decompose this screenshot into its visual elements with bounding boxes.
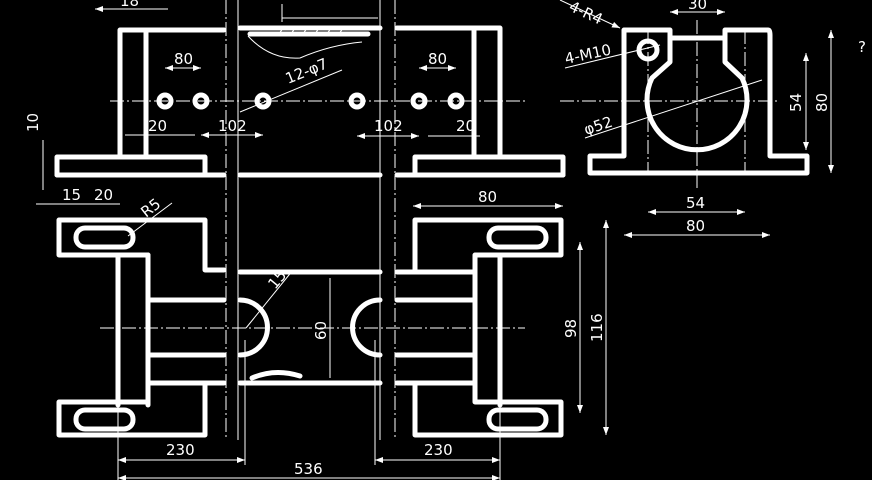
dim-ear-width: 80 (478, 188, 497, 206)
dim-half-right: 230 (424, 441, 453, 459)
dim-outer-height: 116 (588, 313, 606, 342)
dim-height: 80 (813, 93, 831, 112)
slot-bottom-right (486, 407, 549, 432)
side-view: φ52 4-M10 4-R4 30 54 80 54 80 ? (559, 0, 866, 238)
dim-hole-spacing-left: 80 (174, 50, 193, 68)
dim-inner-height: 98 (562, 319, 580, 338)
dim-offset-left: 20 (148, 117, 167, 135)
dim-pitch-right: 102 (374, 117, 403, 135)
dim-opening: 60 (312, 321, 330, 340)
dim-pitch-left: 102 (218, 117, 247, 135)
dim-offset-right: 20 (456, 117, 475, 135)
dim-slot-radius: R5 (137, 195, 164, 221)
dim-top-width: 18 (120, 0, 139, 10)
dim-bore: φ52 (582, 113, 615, 139)
hatch (277, 27, 345, 35)
dim-width: 80 (686, 217, 705, 235)
mounting-holes (156, 92, 465, 110)
slot-top-right (486, 225, 549, 250)
dim-hole-spacing-right: 80 (428, 50, 447, 68)
dim-edge: 15 (62, 186, 81, 204)
break-lines (225, 0, 396, 440)
dim-slot-width: 30 (688, 0, 707, 13)
dim-hole-height: 54 (787, 93, 805, 112)
dim-thread: 4-M10 (563, 41, 613, 68)
dim-base-thickness: 10 (24, 113, 42, 132)
dim-slot-offset: 20 (94, 186, 113, 204)
dim-fillet: 4-R4 (566, 0, 605, 28)
front-view: 18 80 80 12-φ7 20 102 102 20 10 (24, 0, 566, 190)
hole-callout: 12-φ7 (283, 55, 330, 88)
dim-overall: 536 (294, 460, 323, 478)
dim-half-left: 230 (166, 441, 195, 459)
slot-bottom-left (73, 407, 136, 432)
top-view: 15 20 R5 15 60 80 98 116 230 230 536 (36, 186, 609, 480)
unknown-mark: ? (858, 38, 866, 56)
dim-hole-width: 54 (686, 194, 705, 212)
slot-top-left (73, 225, 136, 250)
